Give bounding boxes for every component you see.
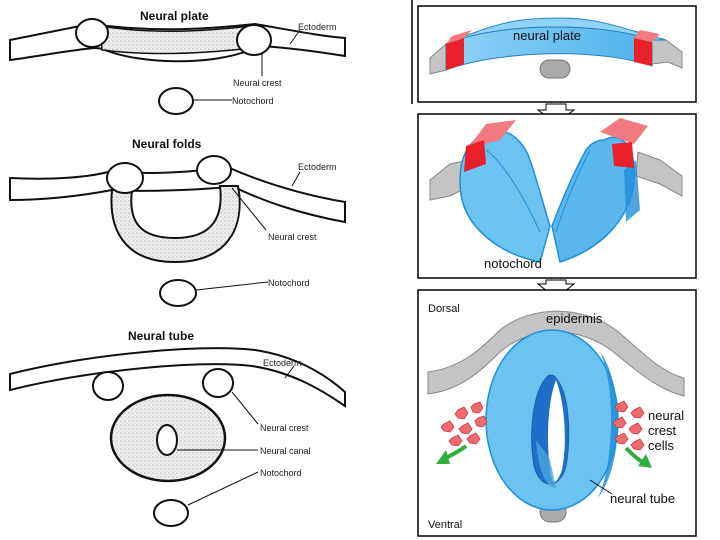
panel-neural-folds-3d: notochord xyxy=(417,113,697,279)
stage-neural-folds: Neural folds Ectoderm Neural crest Notoc… xyxy=(9,137,346,307)
crest-cells-right xyxy=(612,400,645,451)
label-crest-line-1: neural xyxy=(648,408,684,423)
neural-canal xyxy=(156,424,178,456)
ectoderm-band xyxy=(9,347,346,408)
label-crest-line-3: cells xyxy=(648,438,675,453)
neural-fold-region xyxy=(110,185,241,264)
label-neural-canal: Neural canal xyxy=(260,446,311,456)
stage-neural-tube: Neural tube Ectoderm Neural crest Neural… xyxy=(9,329,346,527)
notochord xyxy=(159,279,197,307)
neural-crest-right xyxy=(196,155,232,185)
label-notochord: Notochord xyxy=(268,278,310,288)
label-notochord: Notochord xyxy=(232,96,274,106)
label-neural-crest: Neural crest xyxy=(260,423,309,433)
label-notochord: Notochord xyxy=(260,468,302,478)
label-ventral: Ventral xyxy=(428,519,462,531)
crest-cells-left xyxy=(440,401,488,447)
stage-title: Neural folds xyxy=(132,137,202,151)
label-notochord: notochord xyxy=(484,256,542,271)
label-neural-crest: Neural crest xyxy=(233,78,282,88)
crest-left xyxy=(446,38,464,70)
label-ectoderm: Ectoderm xyxy=(263,358,302,368)
neural-crest-left xyxy=(92,371,124,401)
neural-crest-left xyxy=(75,18,109,48)
notochord xyxy=(153,499,189,527)
label-neural-plate: neural plate xyxy=(513,28,581,43)
label-neural-tube: neural tube xyxy=(610,491,675,506)
stage-title: Neural plate xyxy=(140,9,209,23)
neural-crest-right xyxy=(236,24,272,56)
label-ectoderm: Ectoderm xyxy=(298,22,337,32)
ectoderm-band xyxy=(9,164,346,224)
notochord xyxy=(158,87,194,115)
label-dorsal: Dorsal xyxy=(428,303,460,315)
crest-right xyxy=(634,38,652,66)
label-ectoderm: Ectoderm xyxy=(298,162,337,172)
crest-left xyxy=(464,140,486,172)
crest-right xyxy=(612,142,634,168)
label-crest-line-2: crest xyxy=(648,423,677,438)
label-neural-crest: Neural crest xyxy=(268,232,317,242)
stage-title: Neural tube xyxy=(128,329,194,343)
panel-neural-tube-3d: Dorsal Ventral epidermis xyxy=(417,289,697,537)
panel-neural-plate-3d: neural plate xyxy=(417,5,697,103)
label-epidermis: epidermis xyxy=(546,311,603,326)
neural-crest-right xyxy=(202,368,234,398)
stage-neural-plate: Neural plate Ectoderm Neural crest Notoc… xyxy=(9,9,346,115)
neural-crest-left xyxy=(106,162,144,194)
